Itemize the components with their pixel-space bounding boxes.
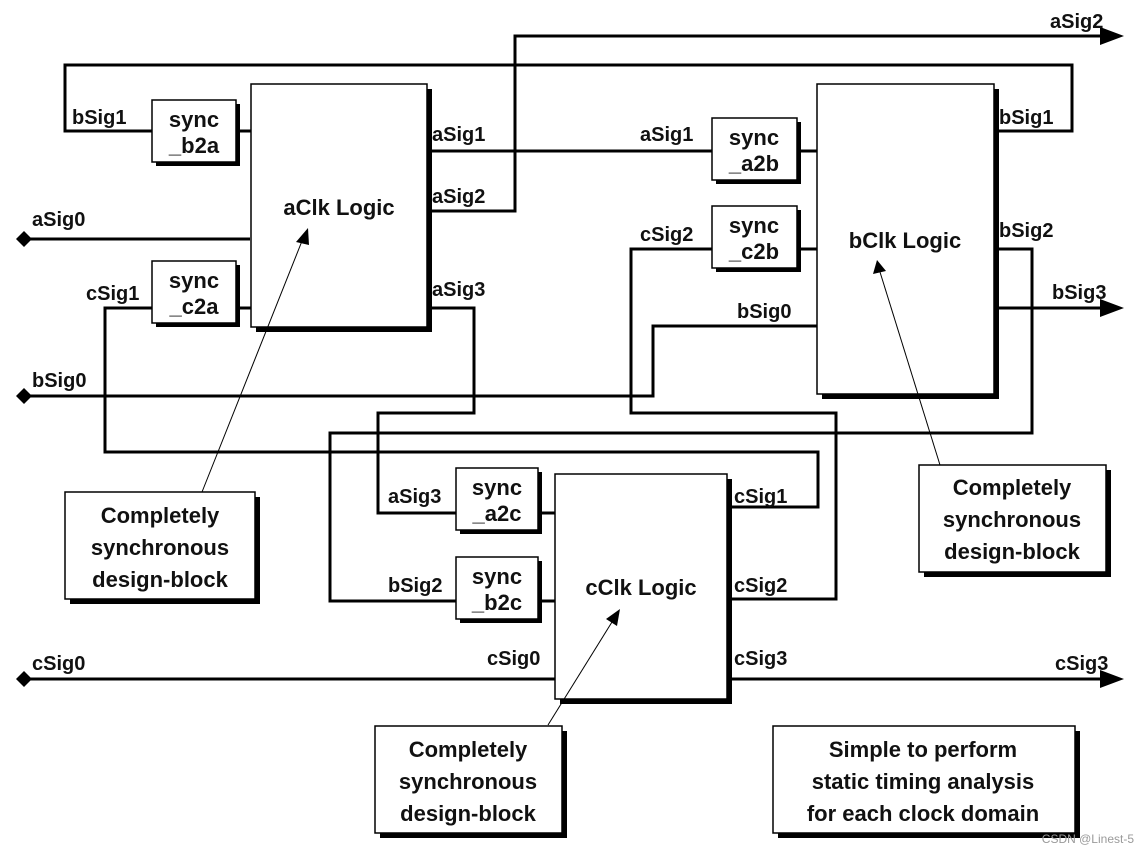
label-bsig0-port: bSig0	[32, 370, 86, 392]
cclk-logic-label: cClk Logic	[585, 575, 696, 600]
bclk-logic-label: bClk Logic	[849, 228, 961, 253]
sync-c2b-label-1: sync	[729, 213, 779, 238]
label-csig2-out: cSig2	[734, 575, 787, 597]
sync-b2a-label-2: _b2a	[168, 133, 220, 158]
note-sta: Simple to perform static timing analysis…	[772, 725, 1080, 838]
label-csig1-in-a: cSig1	[86, 283, 139, 305]
label-bsig1-in: bSig1	[72, 107, 126, 129]
label-csig0-port: cSig0	[32, 653, 85, 675]
label-asig2-out: aSig2	[1050, 11, 1103, 33]
sync-a2c-block: sync _a2c	[455, 467, 542, 534]
bclk-logic-block: bClk Logic	[816, 83, 999, 399]
note-sta-line-3: for each clock domain	[807, 801, 1039, 826]
pointer-arrowhead-cclk	[606, 609, 620, 626]
label-bsig1-out: bSig1	[999, 107, 1053, 129]
arrowhead-bsig3	[1100, 299, 1124, 317]
sync-c2b-label-2: _c2b	[728, 239, 779, 264]
label-csig2-in-b: cSig2	[640, 224, 693, 246]
label-csig3-port: cSig3	[1055, 653, 1108, 675]
label-csig0-in: cSig0	[487, 648, 540, 670]
wire-bsig1-loop	[63, 63, 1074, 133]
sync-a2c-label-2: _a2c	[472, 501, 522, 526]
note-bclk-line-3: design-block	[944, 539, 1080, 564]
sync-b2c-label-2: _b2c	[471, 590, 522, 615]
note-aclk-line-2: synchronous	[91, 535, 229, 560]
label-asig3-in: aSig3	[388, 486, 441, 508]
note-sta-line-2: static timing analysis	[812, 769, 1035, 794]
label-asig2-src: aSig2	[432, 186, 485, 208]
wire-bsig0	[24, 324, 818, 398]
label-asig0: aSig0	[32, 209, 85, 231]
pointer-line-bclk	[879, 271, 941, 466]
label-asig3-out: aSig3	[432, 279, 485, 301]
note-aclk-sync: Completely synchronous design-block	[64, 491, 260, 604]
label-bsig3-out: bSig3	[1052, 282, 1106, 304]
wire-asig3	[376, 306, 476, 515]
note-sta-line-1: Simple to perform	[829, 737, 1017, 762]
sync-c2a-block: sync _c2a	[151, 260, 240, 327]
wire-bsig2-loop	[328, 247, 1034, 603]
sync-a2c-label-1: sync	[472, 475, 522, 500]
arrowhead-asig2	[1100, 27, 1124, 45]
port-diamond-csig0	[16, 671, 32, 687]
sync-a2b-block: sync _a2b	[711, 117, 801, 184]
label-bsig2-in: bSig2	[388, 575, 442, 597]
sync-b2a-label-1: sync	[169, 107, 219, 132]
pointer-line-cclk	[547, 621, 613, 726]
sync-c2a-label-1: sync	[169, 268, 219, 293]
note-aclk-line-1: Completely	[101, 503, 220, 528]
note-bclk-line-2: synchronous	[943, 507, 1081, 532]
wire-asig2	[428, 34, 1105, 213]
note-cclk-sync: Completely synchronous design-block	[374, 725, 567, 838]
wire-csig1-loop	[103, 306, 820, 509]
pointer-line-aclk	[201, 240, 303, 493]
sync-b2a-block: sync _b2a	[151, 99, 240, 166]
note-cclk-line-2: synchronous	[399, 769, 537, 794]
note-aclk-line-3: design-block	[92, 567, 228, 592]
label-csig3-out: cSig3	[734, 648, 787, 670]
label-csig1-out: cSig1	[734, 486, 787, 508]
sync-c2a-label-2: _c2a	[169, 294, 220, 319]
aclk-logic-block: aClk Logic	[250, 83, 432, 332]
note-bclk-sync: Completely synchronous design-block	[918, 464, 1111, 577]
watermark: CSDN @Linest-5	[1042, 832, 1135, 846]
sync-b2c-label-1: sync	[472, 564, 522, 589]
label-asig1-in: aSig1	[640, 124, 693, 146]
pointer-arrowhead-aclk	[296, 228, 309, 245]
arrowhead-csig3	[1100, 670, 1124, 688]
sync-c2b-block: sync _c2b	[711, 205, 801, 272]
pointer-arrowhead-bclk	[873, 260, 886, 274]
label-bsig0-in: bSig0	[737, 301, 791, 323]
wire-csig2-loop	[629, 247, 838, 601]
sync-a2b-label-2: _a2b	[728, 151, 779, 176]
label-asig1-out: aSig1	[432, 124, 485, 146]
aclk-logic-label: aClk Logic	[283, 195, 394, 220]
port-diamond-bsig0	[16, 388, 32, 404]
note-cclk-line-1: Completely	[409, 737, 528, 762]
port-diamond-asig0	[16, 231, 32, 247]
note-cclk-line-3: design-block	[400, 801, 536, 826]
label-bsig2-out: bSig2	[999, 220, 1053, 242]
sync-a2b-label-1: sync	[729, 125, 779, 150]
note-bclk-line-1: Completely	[953, 475, 1072, 500]
cclk-logic-block: cClk Logic	[554, 473, 732, 704]
sync-b2c-block: sync _b2c	[455, 556, 542, 623]
